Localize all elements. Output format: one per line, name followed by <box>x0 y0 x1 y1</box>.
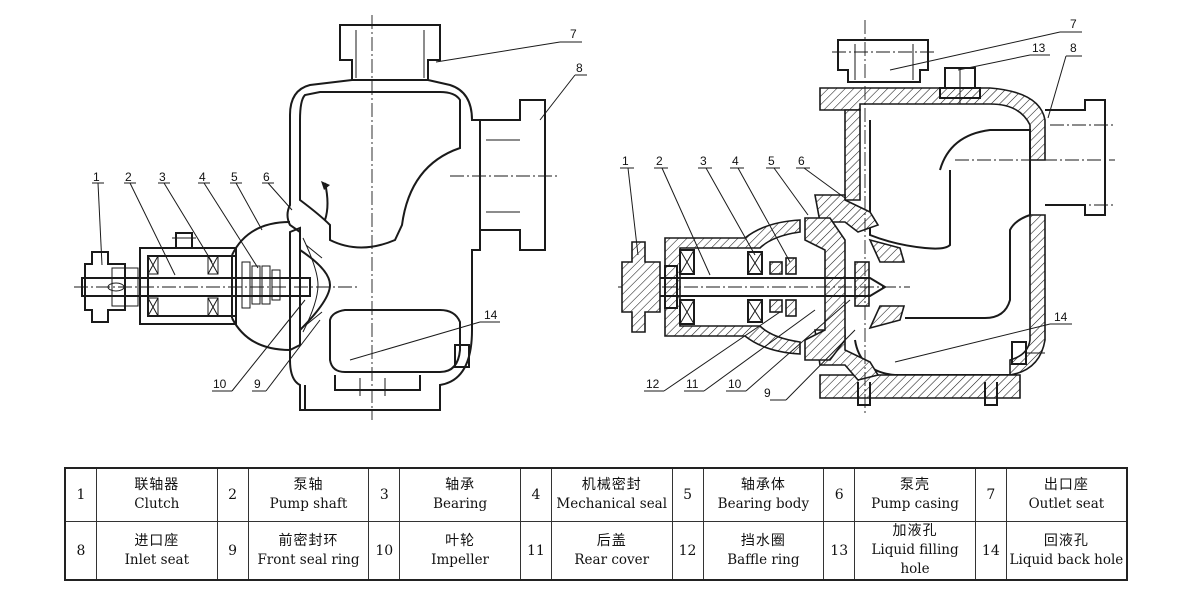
legend-part: 泵壳 Pump casing <box>854 467 976 522</box>
legend-part: 后盖 Rear cover <box>550 521 673 581</box>
right-callouts: 1 2 3 4 5 6 7 8 9 10 11 12 13 14 <box>620 17 1082 401</box>
callout-right-2: 2 <box>656 154 663 168</box>
callout-right-3: 3 <box>700 154 707 168</box>
callout-right-13: 13 <box>1032 41 1046 55</box>
part-name-en: Liquid filling hole <box>871 542 959 577</box>
legend-number: 10 <box>368 521 401 581</box>
pump-drawings: 1 2 3 4 5 6 7 8 9 10 14 1 2 3 4 5 6 7 <box>74 15 1115 420</box>
callout-left-14: 14 <box>484 308 498 322</box>
legend-number: 13 <box>823 521 856 581</box>
callout-right-1: 1 <box>622 154 629 168</box>
part-name-zh: 进口座 <box>134 532 180 549</box>
callout-right-10: 10 <box>728 377 742 391</box>
part-name-zh: 前密封环 <box>278 532 339 549</box>
part-name-en: Front seal ring <box>257 551 360 568</box>
legend-row: 8 进口座 Inlet seat 9 前密封环 Front seal ring 10… <box>64 521 1128 581</box>
part-name-en: Bearing <box>433 496 488 512</box>
part-name-en: Baffle ring <box>727 551 800 568</box>
legend-part: 出口座 Outlet seat <box>1005 467 1128 522</box>
part-name-en: Pump casing <box>871 496 959 512</box>
left-pump-view <box>74 15 560 420</box>
part-name-en: Liquid back hole <box>1009 551 1124 568</box>
callout-right-9: 9 <box>764 386 771 400</box>
callout-right-11: 11 <box>686 377 699 391</box>
callout-left-2: 2 <box>125 170 132 184</box>
legend-number: 11 <box>519 521 552 581</box>
part-name-zh: 轴承体 <box>740 477 786 493</box>
callout-left-7: 7 <box>570 27 577 41</box>
legend-number: 2 <box>216 467 249 522</box>
legend-part: 轴承体 Bearing body <box>702 467 825 522</box>
legend-part: 前密封环 Front seal ring <box>247 521 370 581</box>
legend-number: 9 <box>216 521 249 581</box>
part-name-en: Bearing body <box>717 496 810 512</box>
part-name-zh: 泵轴 <box>293 477 324 493</box>
callout-left-10: 10 <box>213 377 227 391</box>
parts-legend-table: 1 联轴器 Clutch 2 泵轴 Pump shaft 3 轴承 Bearing 4… <box>64 467 1128 581</box>
legend-number: 1 <box>64 467 97 522</box>
right-pump-view <box>618 20 1115 415</box>
legend-number: 5 <box>671 467 704 522</box>
legend-part: 轴承 Bearing <box>399 467 521 522</box>
callout-right-12: 12 <box>646 377 660 391</box>
part-name-zh: 后盖 <box>596 532 627 549</box>
part-name-zh: 挡水圈 <box>740 532 786 549</box>
part-name-en: Clutch <box>134 496 180 512</box>
legend-part: 加液孔 Liquid filling hole <box>854 521 976 581</box>
callout-right-14: 14 <box>1054 310 1068 324</box>
legend-part: 泵轴 Pump shaft <box>247 467 370 522</box>
callout-right-6: 6 <box>798 154 805 168</box>
legend-number: 3 <box>368 467 401 522</box>
legend-part: 进口座 Inlet seat <box>96 521 218 581</box>
part-name-en: Impeller <box>431 551 490 568</box>
callout-left-3: 3 <box>159 170 166 184</box>
legend-part: 回液孔 Liquid back hole <box>1005 521 1128 581</box>
legend-part: 挡水圈 Baffle ring <box>702 521 825 581</box>
legend-number: 4 <box>519 467 552 522</box>
part-name-zh: 机械密封 <box>581 477 642 493</box>
legend-number: 8 <box>64 521 97 581</box>
callout-right-4: 4 <box>732 154 739 168</box>
part-name-zh: 轴承 <box>445 477 476 493</box>
callout-right-7: 7 <box>1070 17 1077 31</box>
callout-left-9: 9 <box>254 377 261 391</box>
part-name-en: Inlet seat <box>124 551 190 568</box>
callout-left-5: 5 <box>231 170 238 184</box>
part-name-zh: 回液孔 <box>1043 532 1089 549</box>
legend-part: 联轴器 Clutch <box>96 467 218 522</box>
part-name-en: Rear cover <box>574 551 650 568</box>
part-name-en: Pump shaft <box>269 496 348 512</box>
legend-number: 7 <box>974 467 1007 522</box>
part-name-en: Mechanical seal <box>556 496 668 512</box>
legend-number: 14 <box>974 521 1007 581</box>
part-name-zh: 出口座 <box>1043 477 1089 493</box>
callout-right-8: 8 <box>1070 41 1077 55</box>
legend-number: 12 <box>671 521 704 581</box>
legend-part: 机械密封 Mechanical seal <box>550 467 673 522</box>
callout-right-5: 5 <box>768 154 775 168</box>
part-name-zh: 联轴器 <box>134 477 180 493</box>
callout-left-8: 8 <box>576 61 583 75</box>
callout-left-1: 1 <box>93 170 100 184</box>
legend-number: 6 <box>823 467 856 522</box>
legend-part: 叶轮 Impeller <box>399 521 521 581</box>
part-name-zh: 泵壳 <box>900 477 931 493</box>
part-name-zh: 叶轮 <box>445 532 476 549</box>
part-name-en: Outlet seat <box>1028 496 1105 512</box>
legend-row: 1 联轴器 Clutch 2 泵轴 Pump shaft 3 轴承 Bearing 4… <box>64 467 1128 522</box>
callout-left-4: 4 <box>199 170 206 184</box>
part-name-zh: 加液孔 <box>892 523 938 539</box>
left-callouts: 1 2 3 4 5 6 7 8 9 10 14 <box>92 27 587 392</box>
callout-left-6: 6 <box>263 170 270 184</box>
